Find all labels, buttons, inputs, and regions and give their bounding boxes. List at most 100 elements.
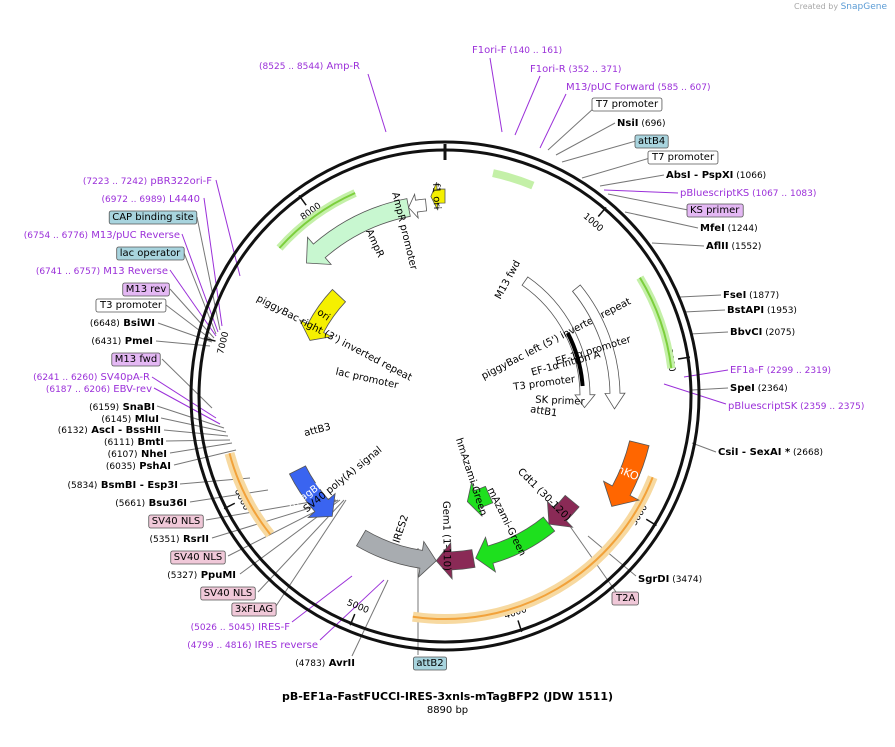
label-bbvci[interactable]: BbvCI (2075): [730, 327, 795, 338]
label-l4440[interactable]: (6972 .. 6989) L4440: [102, 194, 200, 205]
label-aflii[interactable]: AflII (1552): [706, 241, 761, 252]
label-part: NsiI: [617, 118, 638, 129]
label-part: (1877): [746, 291, 779, 301]
label-bsu36i[interactable]: (5661) Bsu36I: [115, 498, 187, 509]
label-ef1a-f[interactable]: EF1a-F (2299 .. 2319): [730, 365, 831, 376]
label-part: (5661): [115, 499, 145, 509]
label-sv40-nls-3[interactable]: SV40 NLS: [200, 586, 256, 601]
label-attb2[interactable]: attB2: [412, 656, 448, 671]
label-mfei[interactable]: MfeI (1244): [700, 223, 758, 234]
feature-label-ires2: IRES2: [391, 514, 411, 545]
label-absi[interactable]: AbsI - PspXI (1066): [666, 170, 766, 181]
label-part: - PspXI: [691, 170, 734, 181]
label-part: AflII: [706, 241, 729, 252]
label-csii-text: CsiI - SexAI * (2668): [718, 447, 823, 458]
label-t7-promoter-2-box: [647, 150, 719, 165]
label-nsii[interactable]: NsiI (696): [617, 118, 666, 129]
label-part: pBluescriptKS: [680, 188, 749, 199]
label-l4440-text: (6972 .. 6989) L4440: [102, 194, 200, 205]
label-nhei[interactable]: (6107) NheI: [108, 449, 167, 460]
label-csii[interactable]: CsiI - SexAI * (2668): [718, 447, 823, 458]
label-m13-reverse-text: (6741 .. 6757) M13 Reverse: [36, 266, 168, 277]
label-aflii-text: AflII (1552): [706, 241, 761, 252]
label-part: SgrDI: [638, 574, 669, 585]
label-pshai[interactable]: (6035) PshAI: [106, 461, 171, 472]
label-cap-binding-site[interactable]: CAP binding site: [108, 210, 198, 225]
label-3xflag[interactable]: 3xFLAG: [231, 602, 277, 617]
feature-hmazami: [466, 480, 494, 517]
label-avrii[interactable]: (4783) AvrII: [295, 658, 355, 669]
label-mlui[interactable]: (6145) MluI: [101, 414, 159, 425]
tick-mark: [203, 337, 216, 342]
label-t2a[interactable]: T2A: [611, 591, 639, 606]
label-m13-fwd[interactable]: M13 fwd: [111, 352, 161, 367]
label-asci[interactable]: (6132) AscI - BssHII: [58, 425, 161, 436]
label-amp-r-text: (8525 .. 8544) Amp-R: [259, 61, 360, 72]
label-bsiwi[interactable]: (6648) BsiWI: [90, 318, 155, 329]
label-sv40-nls-2[interactable]: SV40 NLS: [170, 550, 226, 565]
label-ks-primer[interactable]: KS primer: [686, 203, 744, 218]
label-ires-f[interactable]: (5026 .. 5045) IRES-F: [191, 622, 291, 633]
feature-mtagbfp2: [288, 465, 336, 518]
label-cap-binding-site-text: CAP binding site: [112, 212, 194, 223]
feature-label-attb3: attB3: [303, 422, 332, 440]
leader-line: [169, 442, 233, 454]
label-lac-operator[interactable]: lac operator: [116, 246, 185, 261]
label-bsmbi[interactable]: (5834) BsmBI - Esp3I: [68, 480, 179, 491]
label-attb4[interactable]: attB4: [634, 134, 669, 149]
label-part: (1244): [725, 224, 758, 234]
label-bstapi[interactable]: BstAPI (1953): [727, 305, 797, 316]
label-f1ori-f[interactable]: F1ori-F (140 .. 161): [472, 45, 562, 56]
label-asci-text: (6132) AscI - BssHII: [58, 425, 161, 436]
label-part: lac operator: [120, 248, 181, 259]
label-m13puc-fwd[interactable]: M13/pUC Forward (585 .. 607): [566, 82, 710, 93]
label-rsrii[interactable]: (5351) RsrII: [150, 534, 209, 545]
label-part: (8525 .. 8544): [259, 62, 323, 72]
label-f1ori-r[interactable]: F1ori-R (352 .. 371): [530, 64, 621, 75]
label-part: (6741 .. 6757): [36, 267, 100, 277]
label-part: (6431): [91, 337, 121, 347]
label-pbluescriptsk[interactable]: pBluescriptSK (2359 .. 2375): [728, 401, 864, 412]
leader-line: [163, 429, 229, 437]
label-ires-reverse[interactable]: (4799 .. 4816) IRES reverse: [187, 640, 318, 651]
label-m13-puc-reverse[interactable]: (6754 .. 6776) M13/pUC Reverse: [24, 230, 180, 241]
label-mfei-text: MfeI (1244): [700, 223, 758, 234]
label-part: CsiI: [718, 447, 738, 458]
label-sgrdi[interactable]: SgrDI (3474): [638, 574, 702, 585]
label-sv40pa-r[interactable]: (6241 .. 6260) SV40pA-R: [33, 372, 150, 383]
label-part: (5327): [167, 571, 197, 581]
label-m13-rev[interactable]: M13 rev: [122, 282, 170, 297]
label-pbluescriptks[interactable]: pBluescriptKS (1067 .. 1083): [680, 188, 816, 199]
label-snabi-text: (6159) SnaBI: [89, 402, 155, 413]
leader-line: [215, 179, 241, 277]
label-t3-promoter[interactable]: T3 promoter: [95, 298, 167, 313]
label-spei[interactable]: SpeI (2364): [730, 383, 788, 394]
label-t7-promoter-1[interactable]: T7 promoter: [591, 97, 663, 112]
label-m13-reverse[interactable]: (6741 .. 6757) M13 Reverse: [36, 266, 168, 277]
label-sv40-nls-3-box: [200, 586, 256, 601]
leader-line: [587, 535, 637, 577]
feature-label-attb1: attB1: [529, 404, 558, 419]
label-part: FseI: [723, 290, 746, 301]
label-ppumi[interactable]: (5327) PpuMI: [167, 570, 236, 581]
label-part: SnaBI: [119, 402, 155, 413]
label-bmti[interactable]: (6111) BmtI: [104, 437, 164, 448]
outer-labels[interactable]: (8525 .. 8544) Amp-R F1ori-F (140 .. 161)…: [24, 45, 865, 671]
backbone: [189, 140, 701, 652]
label-ebv-rev[interactable]: (6187 .. 6206) EBV-rev: [46, 384, 152, 395]
label-amp-r[interactable]: (8525 .. 8544) Amp-R: [259, 61, 360, 72]
label-snabi[interactable]: (6159) SnaBI: [89, 402, 155, 413]
label-mlui-text: (6145) MluI: [101, 414, 159, 425]
label-part: (140 .. 161): [506, 46, 562, 56]
feature-label-f1ori: f1 ori: [430, 183, 442, 210]
label-sv40-nls-1[interactable]: SV40 NLS: [148, 514, 204, 529]
label-fsei[interactable]: FseI (1877): [723, 290, 779, 301]
label-part: (6241 .. 6260): [33, 373, 97, 383]
label-ires-f-text: (5026 .. 5045) IRES-F: [191, 622, 291, 633]
label-t7-promoter-2[interactable]: T7 promoter: [647, 150, 719, 165]
label-part: SV40 NLS: [204, 588, 253, 599]
label-pbr322ori-f[interactable]: (7223 .. 7242) pBR322ori-F: [83, 176, 212, 187]
label-pmei[interactable]: (6431) PmeI: [91, 336, 153, 347]
tick-mark: [298, 195, 307, 206]
